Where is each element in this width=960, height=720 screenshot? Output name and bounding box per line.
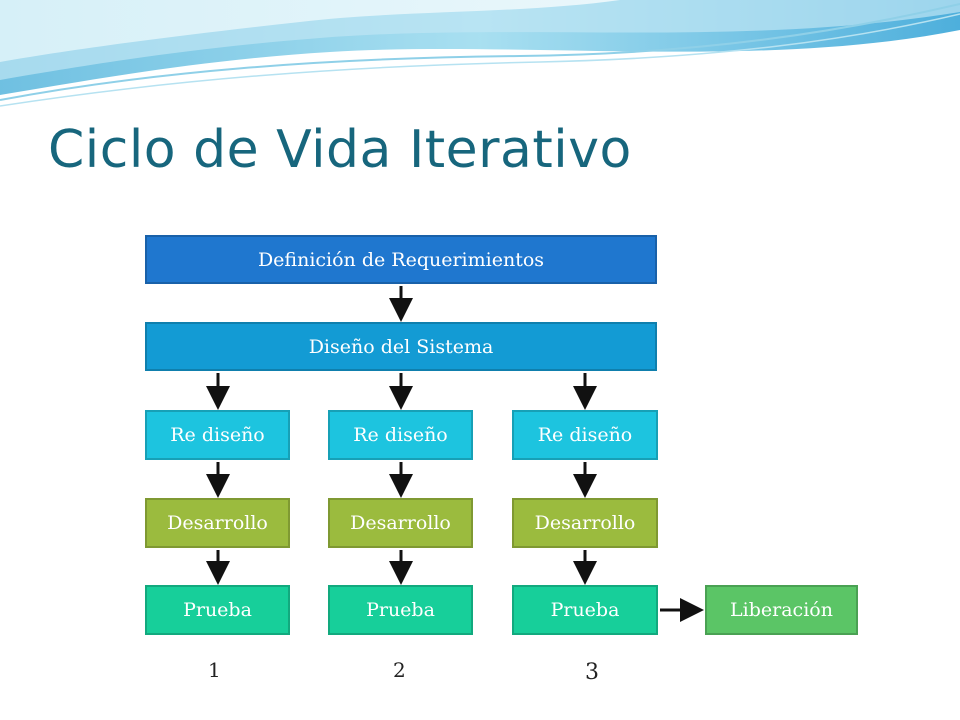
release-box: Liberación bbox=[705, 585, 858, 635]
system-design-box: Diseño del Sistema bbox=[145, 322, 657, 371]
test-box-2: Prueba bbox=[328, 585, 473, 635]
iteration-number-3: 3 bbox=[585, 660, 599, 685]
development-box-3: Desarrollo bbox=[512, 498, 658, 548]
iteration-number-1: 1 bbox=[208, 658, 221, 682]
requirements-box: Definición de Requerimientos bbox=[145, 235, 657, 284]
test-box-3: Prueba bbox=[512, 585, 658, 635]
development-box-2: Desarrollo bbox=[328, 498, 473, 548]
iteration-number-2: 2 bbox=[393, 658, 406, 682]
test-box-1: Prueba bbox=[145, 585, 290, 635]
header-wave-decoration bbox=[0, 0, 960, 107]
page-title: Ciclo de Vida Iterativo bbox=[48, 120, 632, 180]
development-box-1: Desarrollo bbox=[145, 498, 290, 548]
redesign-box-3: Re diseño bbox=[512, 410, 658, 460]
redesign-box-2: Re diseño bbox=[328, 410, 473, 460]
redesign-box-1: Re diseño bbox=[145, 410, 290, 460]
